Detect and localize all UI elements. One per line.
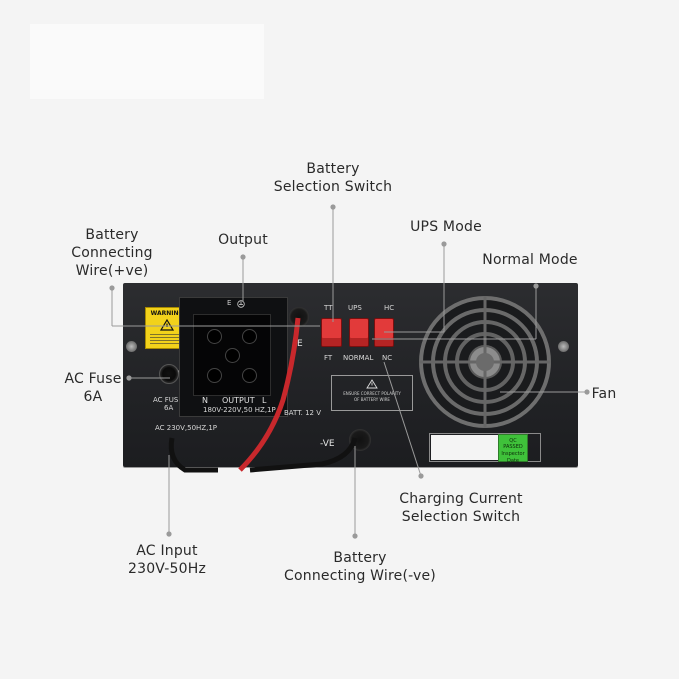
callout-text: AC Input [136,543,198,559]
callout-ac-fuse: AC Fuse 6A [54,370,132,406]
terminal-pos-label: E [297,339,303,349]
callout-battery-selection-switch: Battery Selection Switch [263,160,403,196]
socket-rating: 180V-220V,50 HZ,1P [203,406,276,414]
warning-fine-print [150,334,184,344]
ac-fuse-rating: 6A [164,404,174,412]
qc-tag-line-1: QC PASSED [503,438,523,450]
switch-ups-label: UPS [348,304,362,312]
logo-placeholder [30,24,264,99]
charging-current-switch[interactable] [374,318,394,347]
warning-icon [366,379,378,389]
qc-tag-line-3: Date [507,458,519,464]
switch-normal-label: NORMAL [343,354,374,362]
ac-fuse-text: AC FUSE [153,396,183,404]
socket-pin-earth-right [242,329,257,344]
socket-l-label: L [262,396,267,405]
switch-tt-label: TT [324,304,333,312]
fan-grille-icon[interactable] [414,291,556,433]
battery-positive-terminal[interactable] [289,307,309,327]
callout-text: Output [218,232,268,248]
ac-input-text: AC 230V,50HZ,1P [155,424,218,432]
switch-hc-label: HC [384,304,395,312]
callout-text: Battery [333,550,387,566]
callout-text: Normal Mode [482,252,578,268]
socket-output-label: OUTPUT [222,396,255,405]
socket-pin-n [207,368,222,383]
qc-tag-line-2: Inspector [501,451,525,457]
callout-text: Battery [306,161,360,177]
callout-text: 6A [83,389,103,405]
callout-text: Selection Switch [401,509,521,525]
callout-battery-wire-pos: Battery Connecting Wire(+ve) [58,226,166,280]
polarity-notice-line-2: OF BATTERY WIRE [354,397,390,402]
ground-icon [237,300,245,308]
serial-label-plate [429,433,541,462]
battery-selection-switch[interactable] [321,318,342,347]
socket-n-label: N [202,396,208,405]
callout-text: Battery [85,227,139,243]
inverter-rear-panel: WARNING AC FUSE 6A AC 230V,50HZ,1P E [123,283,578,467]
callout-ups-mode: UPS Mode [394,218,498,236]
warning-icon [160,319,174,331]
callout-output: Output [198,231,288,249]
callout-text: Wire(+ve) [75,263,149,279]
callout-ac-input: AC Input 230V-50Hz [112,542,222,578]
callout-text: UPS Mode [410,219,482,235]
serial-sticker [431,435,499,460]
callout-text: AC Fuse [64,371,122,387]
socket-pin-l [242,368,257,383]
callout-battery-wire-neg: Battery Connecting Wire(-ve) [270,549,450,585]
ac-fuse-holder[interactable] [159,364,179,384]
callout-text: Fan [591,386,617,402]
screw-icon [558,341,569,352]
ups-mode-switch[interactable] [349,318,369,347]
output-socket[interactable] [193,314,271,396]
socket-pin-earth-left [207,329,222,344]
callout-text: Selection Switch [273,179,393,195]
screw-icon [126,341,137,352]
switch-nc-label: NC [382,354,393,362]
callout-text: Connecting [71,245,153,261]
callout-text: Connecting Wire(-ve) [284,568,436,584]
callout-normal-mode: Normal Mode [468,251,592,269]
batt-voltage-text: BATT. 12 V [284,409,322,417]
warning-label: WARNING [150,310,184,317]
battery-negative-terminal[interactable] [349,429,371,451]
callout-text: 230V-50Hz [127,561,207,577]
terminal-neg-label: -VE [320,439,335,449]
polarity-notice: ENSURE CORRECT POLARITY OF BATTERY WIRE [331,375,413,411]
socket-e-mark: E [227,299,232,307]
callout-text: Charging Current [399,491,523,507]
socket-pin-center [225,348,240,363]
callout-charging-current-switch: Charging Current Selection Switch [385,490,537,526]
switch-ft-label: FT [324,354,333,362]
polarity-notice-line-1: ENSURE CORRECT POLARITY [343,391,401,396]
qc-passed-tag: QC PASSED Inspector Date [498,434,528,464]
callout-fan: Fan [586,385,622,403]
